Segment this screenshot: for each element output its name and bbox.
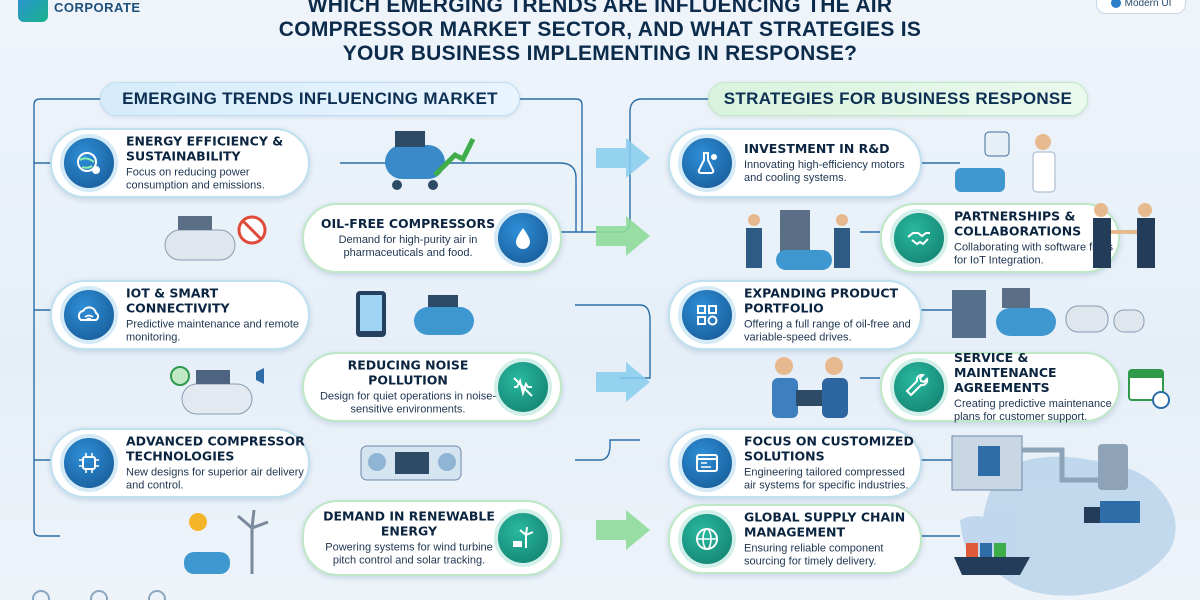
card-title: GLOBAL SUPPLY CHAIN MANAGEMENT	[744, 509, 906, 540]
card-title: OIL-FREE COMPRESSORS	[320, 216, 496, 231]
footer-icons	[32, 590, 166, 600]
card-desc: Powering systems for wind turbine pitch …	[325, 541, 493, 567]
card-desc: Innovating high-efficiency motors and co…	[744, 159, 905, 184]
advanced-compressor-illustration	[360, 445, 462, 481]
custom-system-illustration	[951, 435, 1128, 491]
top-right-badge: Modern UI	[1096, 0, 1186, 14]
card-desc: Collaborating with software firms for Io…	[954, 241, 1113, 267]
card-desc: Focus on reducing power consumption and …	[126, 166, 265, 192]
logo-mark-icon	[18, 0, 48, 22]
card-title: EXPANDING PRODUCT PORTFOLIO	[744, 285, 899, 316]
strategy-card-portfolio: EXPANDING PRODUCT PORTFOLIO Offering a f…	[668, 280, 922, 350]
card-desc: Demand for high-purity air in pharmaceut…	[338, 234, 478, 259]
brand-logo: CORPORATE	[18, 0, 141, 22]
card-title: ENERGY EFFICIENCY & SUSTAINABILITY	[126, 133, 284, 164]
footer-chart-icon	[90, 590, 108, 600]
page-title: Which Emerging Trends are Influencing th…	[200, 0, 1000, 66]
settings-window-icon	[678, 434, 736, 492]
footer-gear-icon	[148, 590, 166, 600]
title-line-2: Compressor Market Sector, and What Strat…	[278, 18, 922, 41]
noise-off-icon	[494, 358, 552, 416]
rnd-scientist-illustration	[955, 131, 1056, 193]
technicians-illustration	[772, 357, 848, 418]
chip-icon	[60, 434, 118, 492]
card-title: REDUCING NOISE POLLUTION	[347, 357, 469, 388]
strategy-card-partnerships: PARTNERSHIPS & COLLABORATIONS Collaborat…	[880, 203, 1120, 273]
quiet-compressor-illustration	[170, 366, 264, 415]
card-title: SERVICE & MAINTENANCE AGREEMENTS	[954, 350, 1057, 395]
partnership-team-illustration	[746, 210, 850, 270]
card-desc: Design for quiet operations in noise-sen…	[319, 390, 497, 416]
wind-solar-icon	[494, 509, 552, 567]
strategy-card-service: SERVICE & MAINTENANCE AGREEMENTS Creatin…	[880, 350, 1120, 423]
grid-icon	[678, 286, 736, 344]
card-desc: Offering a full range of oil-free and va…	[744, 318, 911, 344]
product-range-illustration	[952, 288, 1145, 338]
logistics-illustration	[954, 501, 1140, 575]
card-title: ADVANCED COMPRESSOR TECHNOLOGIES	[126, 433, 305, 464]
card-title: DEMAND IN RENEWABLE ENERGY	[323, 508, 495, 539]
trend-card-energy-efficiency: ENERGY EFFICIENCY & SUSTAINABILITY Focus…	[50, 128, 310, 198]
globe-gear-icon	[60, 134, 118, 192]
trend-card-iot: IOT & SMART CONNECTIVITY Predictive main…	[50, 280, 310, 350]
globe-icon	[678, 510, 736, 568]
renewable-illustration	[184, 509, 269, 574]
strategy-card-rnd: INVESTMENT IN R&D Innovating high-effici…	[668, 128, 922, 198]
brand-name: CORPORATE	[54, 0, 141, 15]
badge-label: Modern UI	[1124, 0, 1172, 9]
compressor-plant-illustration	[385, 131, 476, 190]
title-line-3: Your Business Implementing in Response?	[342, 42, 858, 65]
trend-card-oil-free: OIL-FREE COMPRESSORS Demand for high-pur…	[302, 203, 562, 273]
trend-card-renewable: DEMAND IN RENEWABLE ENERGY Powering syst…	[302, 500, 562, 576]
handshake-people-illustration	[1093, 203, 1155, 268]
left-section-heading: EMERGING TRENDS INFLUENCING MARKET	[100, 82, 520, 116]
cloud-wifi-icon	[60, 286, 118, 344]
card-desc: Engineering tailored compressed air syst…	[744, 466, 909, 492]
card-title: IOT & SMART CONNECTIVITY	[126, 285, 230, 316]
trend-card-advanced-tech: ADVANCED COMPRESSOR TECHNOLOGIES New des…	[50, 428, 310, 498]
droplet-icon	[494, 209, 552, 267]
strategy-card-supply-chain: GLOBAL SUPPLY CHAIN MANAGEMENT Ensuring …	[668, 504, 922, 574]
card-desc: Predictive maintenance and remote monito…	[126, 318, 300, 344]
smart-compressor-illustration	[356, 291, 474, 337]
trend-card-noise: REDUCING NOISE POLLUTION Design for quie…	[302, 352, 562, 422]
right-section-heading: STRATEGIES FOR BUSINESS RESPONSE	[708, 82, 1088, 116]
card-title: PARTNERSHIPS & COLLABORATIONS	[954, 208, 1082, 239]
handshake-icon	[890, 209, 948, 267]
card-desc: Creating predictive maintenance plans fo…	[954, 398, 1112, 423]
footer-globe-icon	[32, 590, 50, 600]
badge-dot-icon	[1110, 0, 1121, 8]
calendar-clock-icon	[1128, 369, 1170, 409]
card-desc: Ensuring reliable component sourcing for…	[744, 542, 884, 568]
strategy-card-customized: FOCUS ON CUSTOMIZED SOLUTIONS Engineerin…	[668, 428, 922, 498]
oil-compressor-illustration	[164, 215, 267, 261]
card-title: FOCUS ON CUSTOMIZED SOLUTIONS	[744, 433, 914, 464]
title-line-1: Which Emerging Trends are Influencing th…	[307, 0, 893, 17]
wrench-icon	[890, 358, 948, 416]
card-title: INVESTMENT IN R&D	[744, 141, 890, 156]
flask-gear-icon	[678, 134, 736, 192]
card-desc: New designs for superior air delivery an…	[126, 466, 304, 492]
